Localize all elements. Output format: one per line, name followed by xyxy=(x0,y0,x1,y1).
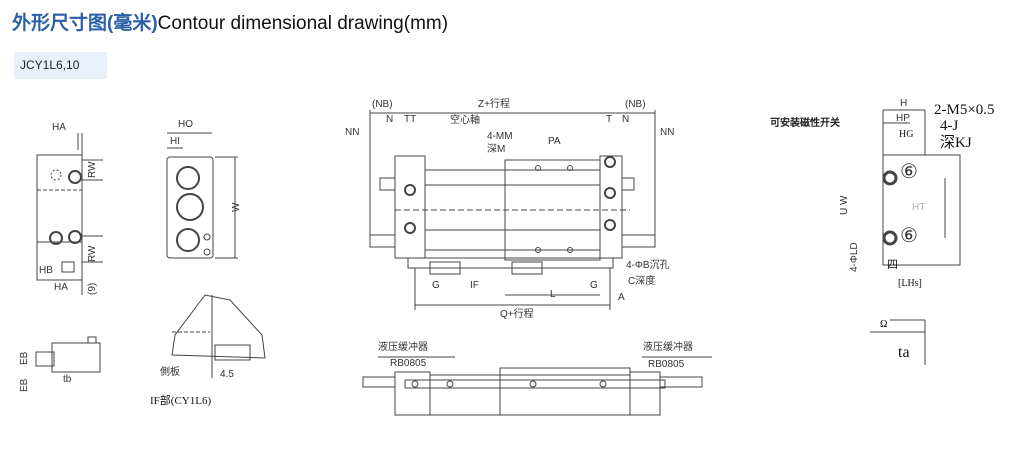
label-rw-top: RW xyxy=(87,161,98,178)
label-j: 4-J xyxy=(940,118,959,134)
label-t: T xyxy=(606,114,613,125)
label-4-5: 4.5 xyxy=(220,369,234,380)
label-g-right: G xyxy=(590,280,598,291)
label-hole: 4-ΦB沉孔 xyxy=(626,260,670,271)
label-six-2: ⑥ xyxy=(900,225,918,247)
front-view xyxy=(369,110,656,310)
side-view xyxy=(36,133,103,295)
label-ta: ta xyxy=(898,344,910,361)
label-rb-left: RB0805 xyxy=(390,358,427,369)
label-hb: HB xyxy=(39,265,53,276)
label-w: W xyxy=(231,202,242,212)
label-lhs: [LHs] xyxy=(898,278,922,289)
if-detail xyxy=(171,294,266,378)
label-switch: 可安装磁性开关 xyxy=(770,118,840,129)
end-view xyxy=(166,132,238,259)
label-if: IF xyxy=(470,280,479,291)
eb-detail xyxy=(35,336,101,373)
label-six-1: ⑥ xyxy=(900,161,918,183)
label-buffer-right: 液压缓冲器 xyxy=(643,342,693,353)
title-cn: 外形尺寸图(毫米) xyxy=(12,13,158,34)
label-pa: PA xyxy=(548,136,561,147)
title-en: Contour dimensional drawing(mm) xyxy=(157,13,449,34)
page-title: 外形尺寸图(毫米)Contour dimensional drawing(mm) xyxy=(12,8,448,35)
right-view xyxy=(870,109,961,365)
label-rw-bottom: RW xyxy=(87,245,98,262)
label-omega: Ω xyxy=(880,319,888,330)
label-nn-right: NN xyxy=(660,127,675,138)
label-n-right: N xyxy=(622,114,630,125)
label-c-depth: C深度 xyxy=(628,276,656,287)
label-l: L xyxy=(550,289,556,300)
label-side-plate: 側板 xyxy=(160,367,180,378)
label-wu: U W xyxy=(839,195,850,215)
label-hollow-shaft: 空心軸 xyxy=(450,115,480,126)
label-nine: (9) xyxy=(87,282,98,295)
label-n-left: N xyxy=(386,114,394,125)
label-hg: HG xyxy=(899,129,914,140)
label-buffer-left: 液压缓冲器 xyxy=(378,342,428,353)
label-m-depth: 深M xyxy=(487,144,506,155)
label-h: H xyxy=(900,98,908,109)
label-kj: 深KJ xyxy=(940,135,972,151)
label-nb-right: (NB) xyxy=(625,99,646,110)
label-ld: 4-ΦLD xyxy=(849,242,860,272)
label-ht: HT xyxy=(912,202,926,213)
label-nn-left: NN xyxy=(345,127,360,138)
label-hi: HI xyxy=(170,136,180,147)
label-if-caption: IF部(CY1L6) xyxy=(150,395,212,407)
label-ho: HO xyxy=(178,119,193,130)
label-hp: HP xyxy=(896,113,910,124)
label-nb-left: (NB) xyxy=(372,99,393,110)
label-ha-bottom: HA xyxy=(54,282,68,293)
label-g-left: G xyxy=(432,280,440,291)
label-eb2: EB xyxy=(19,378,30,392)
label-ha-top: HA xyxy=(52,122,66,133)
label-a: A xyxy=(618,292,625,303)
bottom-view xyxy=(362,356,712,416)
model-tab[interactable]: JCY1L6,10 xyxy=(14,52,107,79)
label-m5: 2-M5×0.5 xyxy=(934,102,995,118)
label-eb1: EB xyxy=(19,351,30,365)
label-z: Z+行程 xyxy=(478,99,510,110)
label-tb: tb xyxy=(63,374,72,385)
label-rb-right: RB0805 xyxy=(648,359,685,370)
label-four: 四 xyxy=(887,259,898,271)
label-mm: 4-MM xyxy=(487,131,513,142)
label-tt: TT xyxy=(404,114,417,125)
label-q: Q+行程 xyxy=(500,309,534,320)
